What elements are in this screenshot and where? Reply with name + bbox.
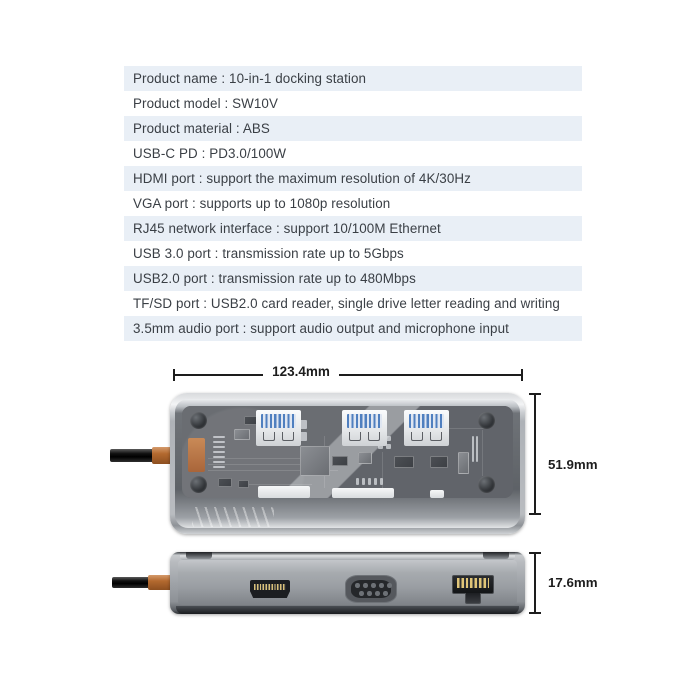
spec-row: USB2.0 port : transmission rate up to 48… [124,266,582,291]
case-bottom-edge [176,606,519,614]
usb-a-port-1 [256,410,301,446]
spec-row: RJ45 network interface : support 10/100M… [124,216,582,241]
vga-port [345,575,397,603]
specification-table: Product name : 10-in-1 docking station P… [124,66,582,341]
usb-c-cable-jacket [110,449,158,462]
card-reader-slot [258,486,310,498]
card-reader-slot [332,488,394,498]
length-dimension-line [173,370,523,380]
screw-boss [478,476,495,493]
spec-row: 3.5mm audio port : support audio output … [124,316,582,341]
usbc-internal-pad [188,438,205,472]
spec-row: HDMI port : support the maximum resoluti… [124,166,582,191]
spec-row: USB 3.0 port : transmission rate up to 5… [133,246,404,261]
hdmi-pins [254,584,286,590]
vga-cavity [351,580,392,598]
usb-contact-strip [409,414,444,428]
usb-slot [282,432,294,441]
length-dimension-label: 123.4mm [263,364,339,379]
vent-grille [192,507,274,527]
usb-contact-strip [261,414,296,428]
usb-c-cable-jacket [112,577,152,588]
usb-slot [349,432,361,441]
case-top-lip [180,552,515,560]
width-dimension-line [529,393,540,515]
docking-station-side-view [170,552,525,614]
rj45-clip-notch [465,593,481,604]
hdmi-port [250,580,290,598]
usb-slot [263,432,275,441]
screw-boss [190,476,207,493]
main-controller-chip [300,446,330,476]
height-dimension-label: 17.6mm [545,573,601,592]
rj45-port [452,575,494,604]
spec-row: Product model : SW10V [133,96,278,111]
usb-slot [368,432,380,441]
spec-row: Product material : ABS [124,116,582,141]
spec-row: VGA port : supports up to 1080p resoluti… [133,196,391,211]
spec-row: TF/SD port : USB2.0 card reader, single … [133,296,560,311]
usb-c-cable-boot [148,575,172,590]
usb-a-port-3 [404,410,449,446]
audio-jack-block [430,490,444,498]
height-dimension-line [529,552,540,614]
case-tab [483,552,509,559]
circuit-board [182,406,513,498]
usb-a-port-2 [342,410,387,446]
spec-row: USB-C PD : PD3.0/100W [133,146,287,161]
transparent-window [182,406,513,498]
length-dimension-label-wrap: 123.4mm [0,364,700,379]
case-tab [186,552,212,559]
width-dimension-label: 51.9mm [545,455,601,474]
usb-slot [411,432,423,441]
rj45-gold-contacts [457,578,489,588]
screw-boss [478,412,495,429]
usb-contact-strip [347,414,382,428]
usb-slot [430,432,442,441]
rj45-body [452,575,494,594]
screw-boss [190,412,207,429]
spec-row: Product name : 10-in-1 docking station [124,66,582,91]
port-face [178,560,517,605]
docking-station-top-view [170,393,525,534]
